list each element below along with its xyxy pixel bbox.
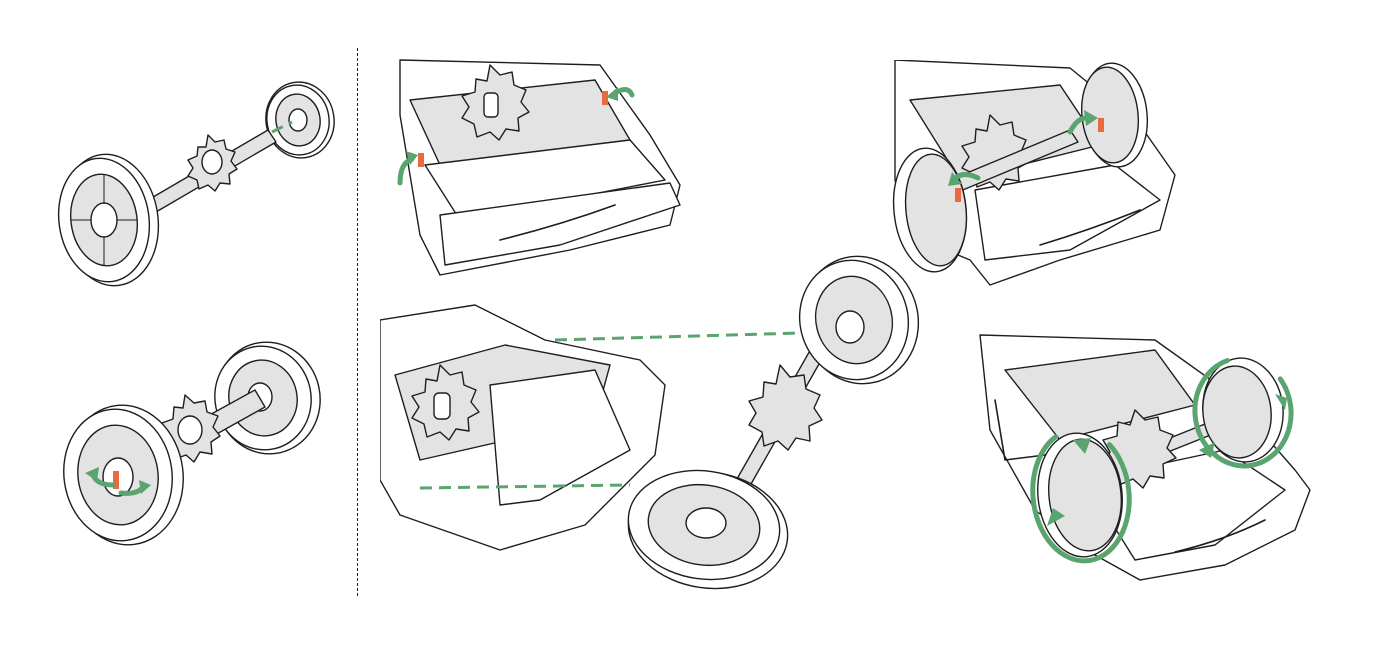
side-tab	[602, 91, 608, 105]
chassis-close-tabs-illustration	[890, 60, 1180, 290]
spin-wheels-illustration	[975, 330, 1320, 585]
step-5-panel	[890, 60, 1180, 290]
step-2-panel	[55, 335, 345, 560]
near-wheel	[621, 461, 796, 595]
side-tab	[955, 188, 961, 202]
step-4-panel	[380, 245, 930, 595]
exploded-axle-illustration	[40, 70, 340, 300]
side-tab	[418, 153, 424, 167]
step-6-panel	[975, 330, 1320, 585]
side-tab	[1098, 118, 1104, 132]
assembled-axle-illustration	[55, 335, 345, 560]
far-wheel	[260, 77, 340, 164]
near-wheel	[51, 148, 167, 292]
assembly-guide-line	[555, 333, 800, 340]
step-divider	[357, 48, 358, 596]
insert-axle-illustration	[380, 245, 930, 595]
far-wheel	[205, 335, 330, 464]
step-1-panel	[40, 70, 340, 300]
